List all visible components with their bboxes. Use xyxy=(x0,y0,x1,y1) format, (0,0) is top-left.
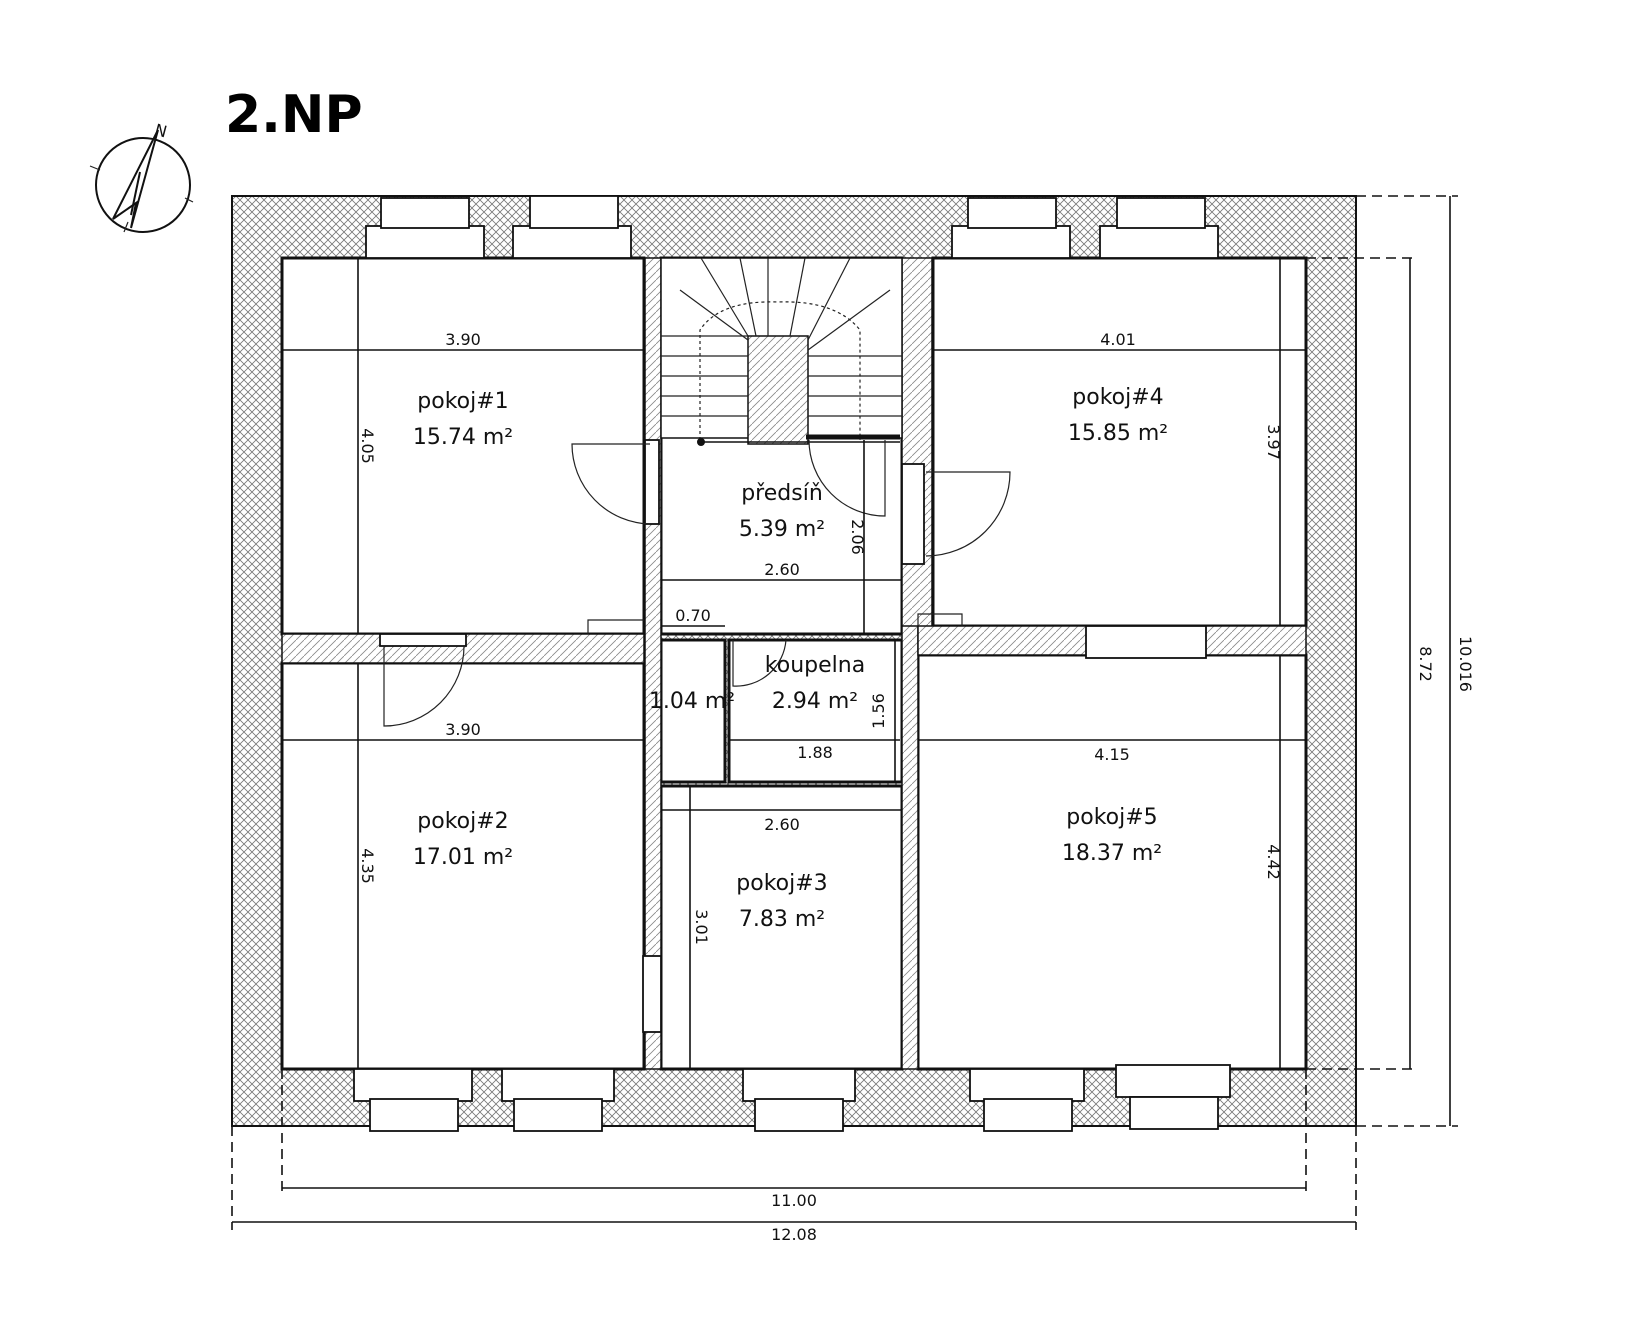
north-label: N xyxy=(153,120,169,141)
dim-pokoj2-width: 3.90 xyxy=(445,720,481,739)
room-label-pokoj1: pokoj#1 xyxy=(417,389,508,414)
room-pokoj2 xyxy=(280,661,646,1071)
dim-pokoj1-width: 3.90 xyxy=(445,330,481,349)
windows-bottom xyxy=(353,1064,1231,1132)
room-area-pokoj5: 18.37 m² xyxy=(1062,841,1162,866)
floor-title: 2.NP xyxy=(225,85,363,145)
dim-koupelna-width: 1.88 xyxy=(797,743,833,762)
dimension-lines xyxy=(231,195,1458,1230)
wall-nib xyxy=(587,619,644,634)
dim-outer-width: 12.08 xyxy=(771,1225,817,1244)
dim-pokoj4-depth: 3.97 xyxy=(1264,424,1283,460)
dim-pokoj4-width: 4.01 xyxy=(1100,330,1136,349)
dim-wc-width: 0.70 xyxy=(675,606,711,625)
room-area-pokoj1: 15.74 m² xyxy=(413,425,513,450)
dim-pokoj2-depth: 4.35 xyxy=(358,848,377,884)
window-pokoj4-5 xyxy=(1085,625,1207,659)
door-pokoj1 xyxy=(571,439,660,525)
door-predsin xyxy=(808,439,886,517)
partition-wall-right-lower xyxy=(901,625,919,1070)
room-label-pokoj5: pokoj#5 xyxy=(1066,805,1157,830)
room-label-predsin: předsíň xyxy=(741,481,823,506)
north-arrow-icon: N xyxy=(89,120,194,233)
door-pokoj2 xyxy=(379,633,467,727)
room-area-predsin: 5.39 m² xyxy=(739,517,825,542)
room-label-pokoj4: pokoj#4 xyxy=(1072,385,1163,410)
dim-pokoj3-depth: 3.01 xyxy=(692,909,711,945)
room-label-koupelna: koupelna xyxy=(765,653,865,678)
dim-outer-depth: 10.016 xyxy=(1456,636,1475,692)
room-koupelna xyxy=(727,638,904,784)
staircase xyxy=(660,257,903,446)
dim-inner-width: 11.00 xyxy=(771,1191,817,1210)
dim-pokoj3-width: 2.60 xyxy=(764,815,800,834)
room-area-koupelna: 2.94 m² xyxy=(772,689,858,714)
room-area-pokoj4: 15.85 m² xyxy=(1068,421,1168,446)
partition-wall-right-upper xyxy=(901,257,933,629)
room-pokoj5 xyxy=(916,653,1308,1071)
dim-pokoj5-depth: 4.42 xyxy=(1264,844,1283,880)
dim-predsin-width: 2.60 xyxy=(764,560,800,579)
partition-wall-left xyxy=(644,257,662,1070)
room-area-pokoj2: 17.01 m² xyxy=(413,845,513,870)
windows-top xyxy=(365,195,1219,259)
dim-predsin-depth: 2.06 xyxy=(848,519,867,555)
room-area-wc: 1.04 m² xyxy=(649,689,735,714)
dim-inner-depth: 8.72 xyxy=(1416,646,1435,682)
dim-pokoj5-width: 4.15 xyxy=(1094,745,1130,764)
wall-nib-2 xyxy=(917,613,963,626)
door-pokoj3 xyxy=(642,955,662,1033)
dim-pokoj1-depth: 4.05 xyxy=(358,428,377,464)
room-area-pokoj3: 7.83 m² xyxy=(739,907,825,932)
door-koupelna xyxy=(732,639,787,687)
room-label-pokoj3: pokoj#3 xyxy=(736,871,827,896)
room-label-pokoj2: pokoj#2 xyxy=(417,809,508,834)
door-pokoj4 xyxy=(901,463,1011,565)
dim-koupelna-depth: 1.56 xyxy=(869,693,888,729)
